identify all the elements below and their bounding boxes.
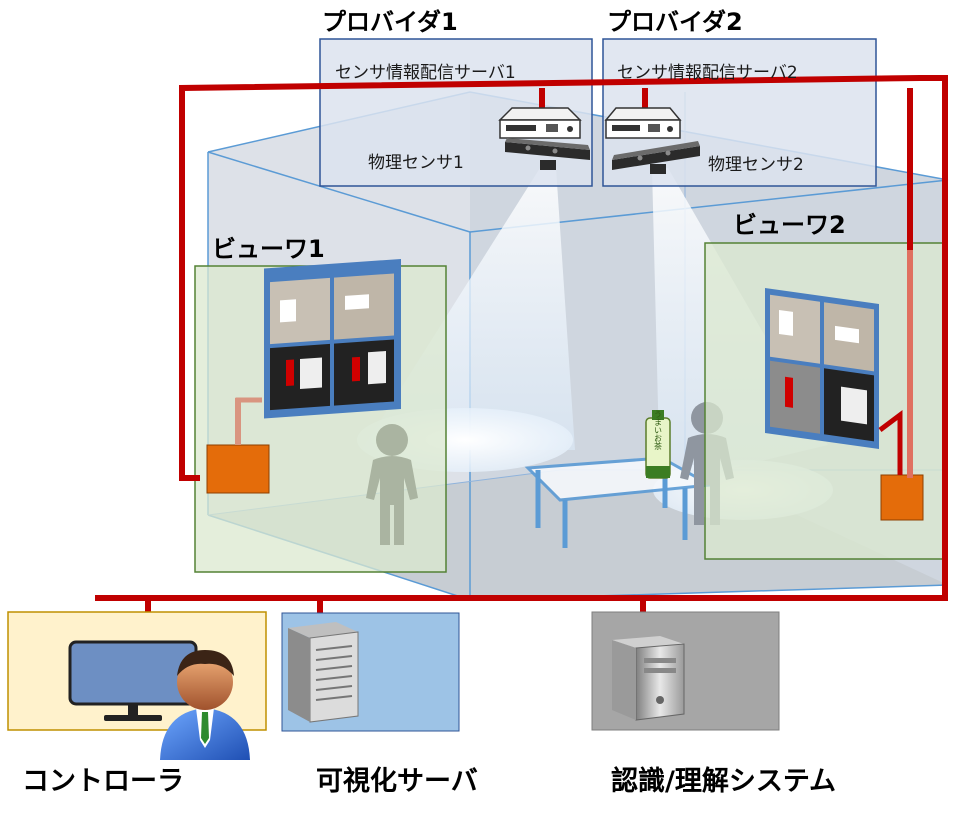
viewer-2-pc: [880, 474, 924, 521]
viewer-1-pc: [206, 444, 270, 494]
provider-2-sensor-label: 物理センサ2: [708, 155, 804, 175]
viewer-1: [194, 258, 447, 573]
viewer-2-screen: [765, 288, 879, 450]
visualization-server-label: 可視化サーバ: [316, 766, 478, 797]
provider-1-title: プロバイダ1: [322, 8, 458, 36]
physical-sensor-1-icon: [505, 138, 590, 170]
provider-1-server-label: センサ情報配信サーバ1: [335, 63, 516, 83]
viewer-1-title: ビューワ1: [212, 235, 325, 263]
viewer-2-title: ビューワ2: [733, 211, 846, 239]
viewer-2: [704, 242, 944, 560]
recognition-system-label: 認識/理解システム: [611, 765, 836, 797]
controller-label: コントローラ: [22, 766, 184, 797]
provider-1-sensor-label: 物理センサ1: [368, 153, 464, 173]
bottle-label: うまいお茶: [654, 410, 663, 450]
recognition-system-panel: [591, 611, 780, 731]
provider-2-title: プロバイダ2: [607, 8, 743, 36]
pc-tower-icon: [612, 636, 685, 721]
provider-2-server-label: センサ情報配信サーバ2: [617, 63, 798, 83]
distribution-server-2-icon: [604, 107, 682, 139]
operator-avatar-icon: [160, 650, 250, 760]
controller-panel: [7, 611, 267, 760]
bottle: うまいお茶: [645, 410, 671, 479]
distribution-server-1-icon: [498, 107, 582, 139]
visualization-server-panel: [281, 612, 460, 732]
physical-sensor-2-icon: [612, 141, 700, 174]
server-tower-icon: [288, 622, 359, 723]
